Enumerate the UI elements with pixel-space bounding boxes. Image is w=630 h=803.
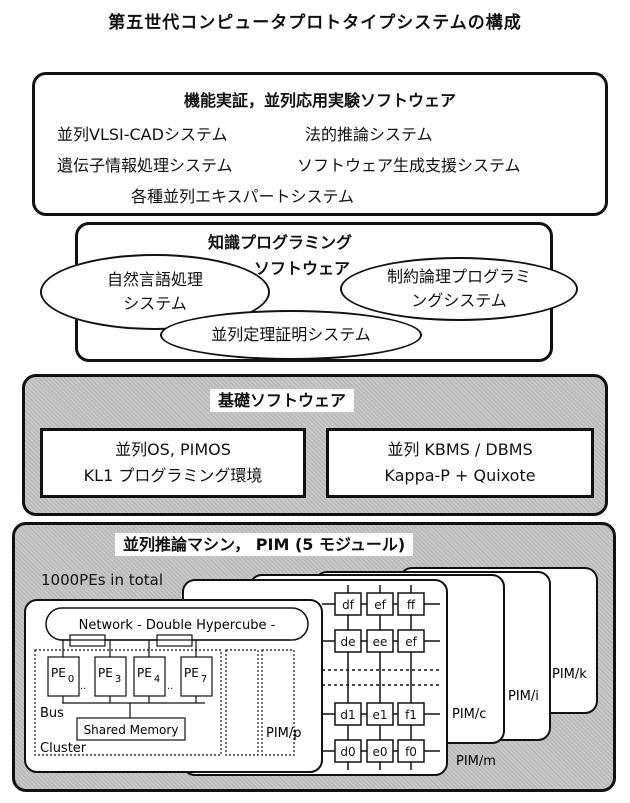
shared-memory-label: Shared Memory	[84, 723, 179, 737]
shared-memory-box	[76, 717, 186, 741]
grid-node-label: d1	[340, 708, 355, 722]
cluster-box	[225, 649, 259, 756]
pim-m-grid: df ef ff de ee ef d1 e1 f1 d0 e0 f0	[322, 585, 440, 770]
ellipse-text: 自然言語処理	[106, 270, 203, 289]
grid-node-label: f0	[405, 745, 417, 759]
grid-node-label: ff	[407, 598, 416, 612]
pe-box	[133, 656, 166, 697]
grid-node-label: df	[342, 598, 355, 612]
base-heading: 基礎ソフトウェア	[210, 387, 355, 412]
grid-node	[366, 629, 394, 653]
grid-node	[366, 592, 394, 616]
os-line2: KL1 プログラミング環境	[83, 466, 263, 485]
grid-node	[334, 702, 362, 726]
grid-node-label: f1	[405, 708, 417, 722]
ellipse-text: ングシステム	[411, 291, 507, 310]
grid-node	[397, 629, 425, 653]
pim-k-label: PIM/k	[552, 667, 587, 682]
bus-label: Bus	[40, 706, 64, 721]
pim-p-label: PIM/p	[266, 726, 302, 741]
grid-node	[334, 739, 362, 763]
grid-node	[366, 702, 394, 726]
knowledge-heading-2: ソフトウェア	[254, 259, 351, 278]
diagram-title: 第五世代コンピュータプロトタイプシステムの構成	[108, 13, 522, 33]
pe-box	[94, 656, 127, 697]
theorem-proving-ellipse: 並列定理証明システム	[160, 310, 422, 360]
pim-heading-text: 並列推論マシン， PIM (5 モジュール)	[115, 533, 414, 556]
app-item: 各種並列エキスパートシステム	[131, 187, 355, 206]
application-layer-heading: 機能実証，並列応用実験ソフトウェア	[183, 91, 456, 110]
os-box: 並列OS, PIMOS KL1 プログラミング環境	[40, 428, 306, 498]
cluster-box	[261, 649, 295, 756]
grid-node-label: d0	[340, 745, 355, 759]
pe-ellipsis: ..	[167, 681, 173, 692]
app-item: ソフトウェア生成支援システム	[297, 156, 521, 175]
cluster-label: Cluster	[40, 741, 87, 756]
grid-node-label: ee	[373, 635, 388, 649]
pe-box	[47, 656, 80, 697]
os-line1: 並列OS, PIMOS	[115, 440, 231, 459]
app-item: 並列VLSI-CADシステム	[57, 125, 228, 144]
cluster-box	[34, 649, 222, 756]
grid-node-label: e0	[372, 745, 387, 759]
grid-node	[397, 592, 425, 616]
constraint-logic-ellipse: 制約論理プログラミ ングシステム	[340, 257, 578, 321]
ellipse-text: 並列定理証明システム	[211, 325, 371, 344]
kbms-line2: Kappa-P + Quixote	[384, 466, 536, 485]
kbms-box: 並列 KBMS / DBMS Kappa-P + Quixote	[326, 428, 594, 498]
network-label: Network - Double Hypercube -	[79, 618, 276, 633]
grid-node	[397, 702, 425, 726]
pim-i-label: PIM/i	[508, 689, 539, 704]
grid-node	[334, 629, 362, 653]
ellipse-text: 制約論理プログラミ	[386, 267, 531, 286]
base-software-box: 基礎ソフトウェア 並列OS, PIMOS KL1 プログラミング環境 並列 KB…	[22, 374, 608, 516]
total-pes-label: 1000PEs in total	[41, 571, 164, 589]
grid-node-label: e1	[372, 708, 387, 722]
grid-node	[334, 592, 362, 616]
grid-node-label: de	[341, 635, 356, 649]
ellipse-text: システム	[123, 294, 187, 313]
grid-node-label: ef	[374, 598, 386, 612]
grid-node	[366, 739, 394, 763]
pe-box	[180, 656, 213, 697]
pe-ellipsis: ..	[80, 681, 86, 692]
app-item: 遺伝子情報処理システム	[57, 156, 233, 175]
base-heading-text: 基礎ソフトウェア	[210, 389, 355, 412]
grid-node-label: ef	[405, 635, 417, 649]
app-item: 法的推論システム	[305, 125, 433, 144]
knowledge-heading-1: 知識プログラミング	[208, 233, 353, 252]
kbms-line1: 並列 KBMS / DBMS	[387, 440, 533, 459]
pim-m-label: PIM/m	[456, 754, 496, 769]
application-layer-box: 機能実証，並列応用実験ソフトウェア 並列VLSI-CADシステム 法的推論システ…	[32, 72, 608, 216]
grid-node	[397, 739, 425, 763]
pim-heading: 並列推論マシン， PIM (5 モジュール)	[115, 531, 414, 556]
pim-c-label: PIM/c	[452, 707, 486, 722]
